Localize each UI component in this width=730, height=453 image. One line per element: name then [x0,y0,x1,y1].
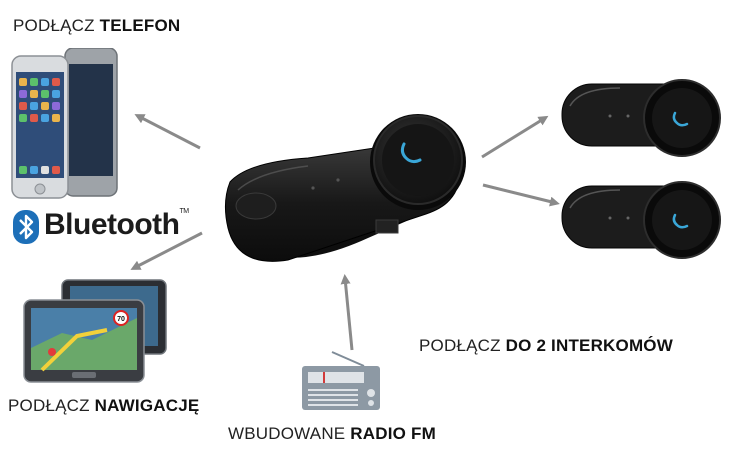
connect-phone-strong: TELEFON [99,16,181,35]
intercom-device-top [561,79,721,157]
phone-icon [400,142,422,164]
smartphones-image [11,48,118,199]
connect-intercoms-strong: DO 2 INTERKOMÓW [505,336,673,355]
gps-navigation-image: 70 [23,279,167,383]
phone-icon [672,213,689,229]
connect-phone-prefix: PODŁĄCZ [13,16,95,35]
connect-phone-label: PODŁĄCZ TELEFON [13,16,180,36]
bluetooth-icon [13,210,39,244]
radio-icon [302,351,380,410]
intercom-headset-image [224,114,466,262]
builtin-radio-label: WBUDOWANE RADIO FM [228,424,436,444]
bluetooth-trademark: TM [179,208,189,215]
intercom-device-bottom [561,181,721,259]
arrow-to-radio [340,274,354,351]
bluetooth-wordmark: BluetoothTM [44,208,189,242]
arrow-to-phone [134,114,201,150]
arrow-to-intercom-top [481,115,549,159]
phone-icon [672,111,689,127]
speed-limit-sign: 70 [117,316,125,323]
connect-navigation-prefix: PODŁĄCZ [8,396,90,415]
connect-intercoms-label: PODŁĄCZ DO 2 INTERKOMÓW [419,336,673,356]
connect-navigation-strong: NAWIGACJĘ [94,396,200,415]
builtin-radio-strong: RADIO FM [350,424,436,443]
builtin-radio-prefix: WBUDOWANE [228,424,346,443]
connect-navigation-label: PODŁĄCZ NAWIGACJĘ [8,396,199,416]
arrow-to-intercom-bottom [482,183,560,207]
bluetooth-word: Bluetooth [44,208,180,241]
connect-intercoms-prefix: PODŁĄCZ [419,336,501,355]
arrow-to-navigation [130,231,203,270]
